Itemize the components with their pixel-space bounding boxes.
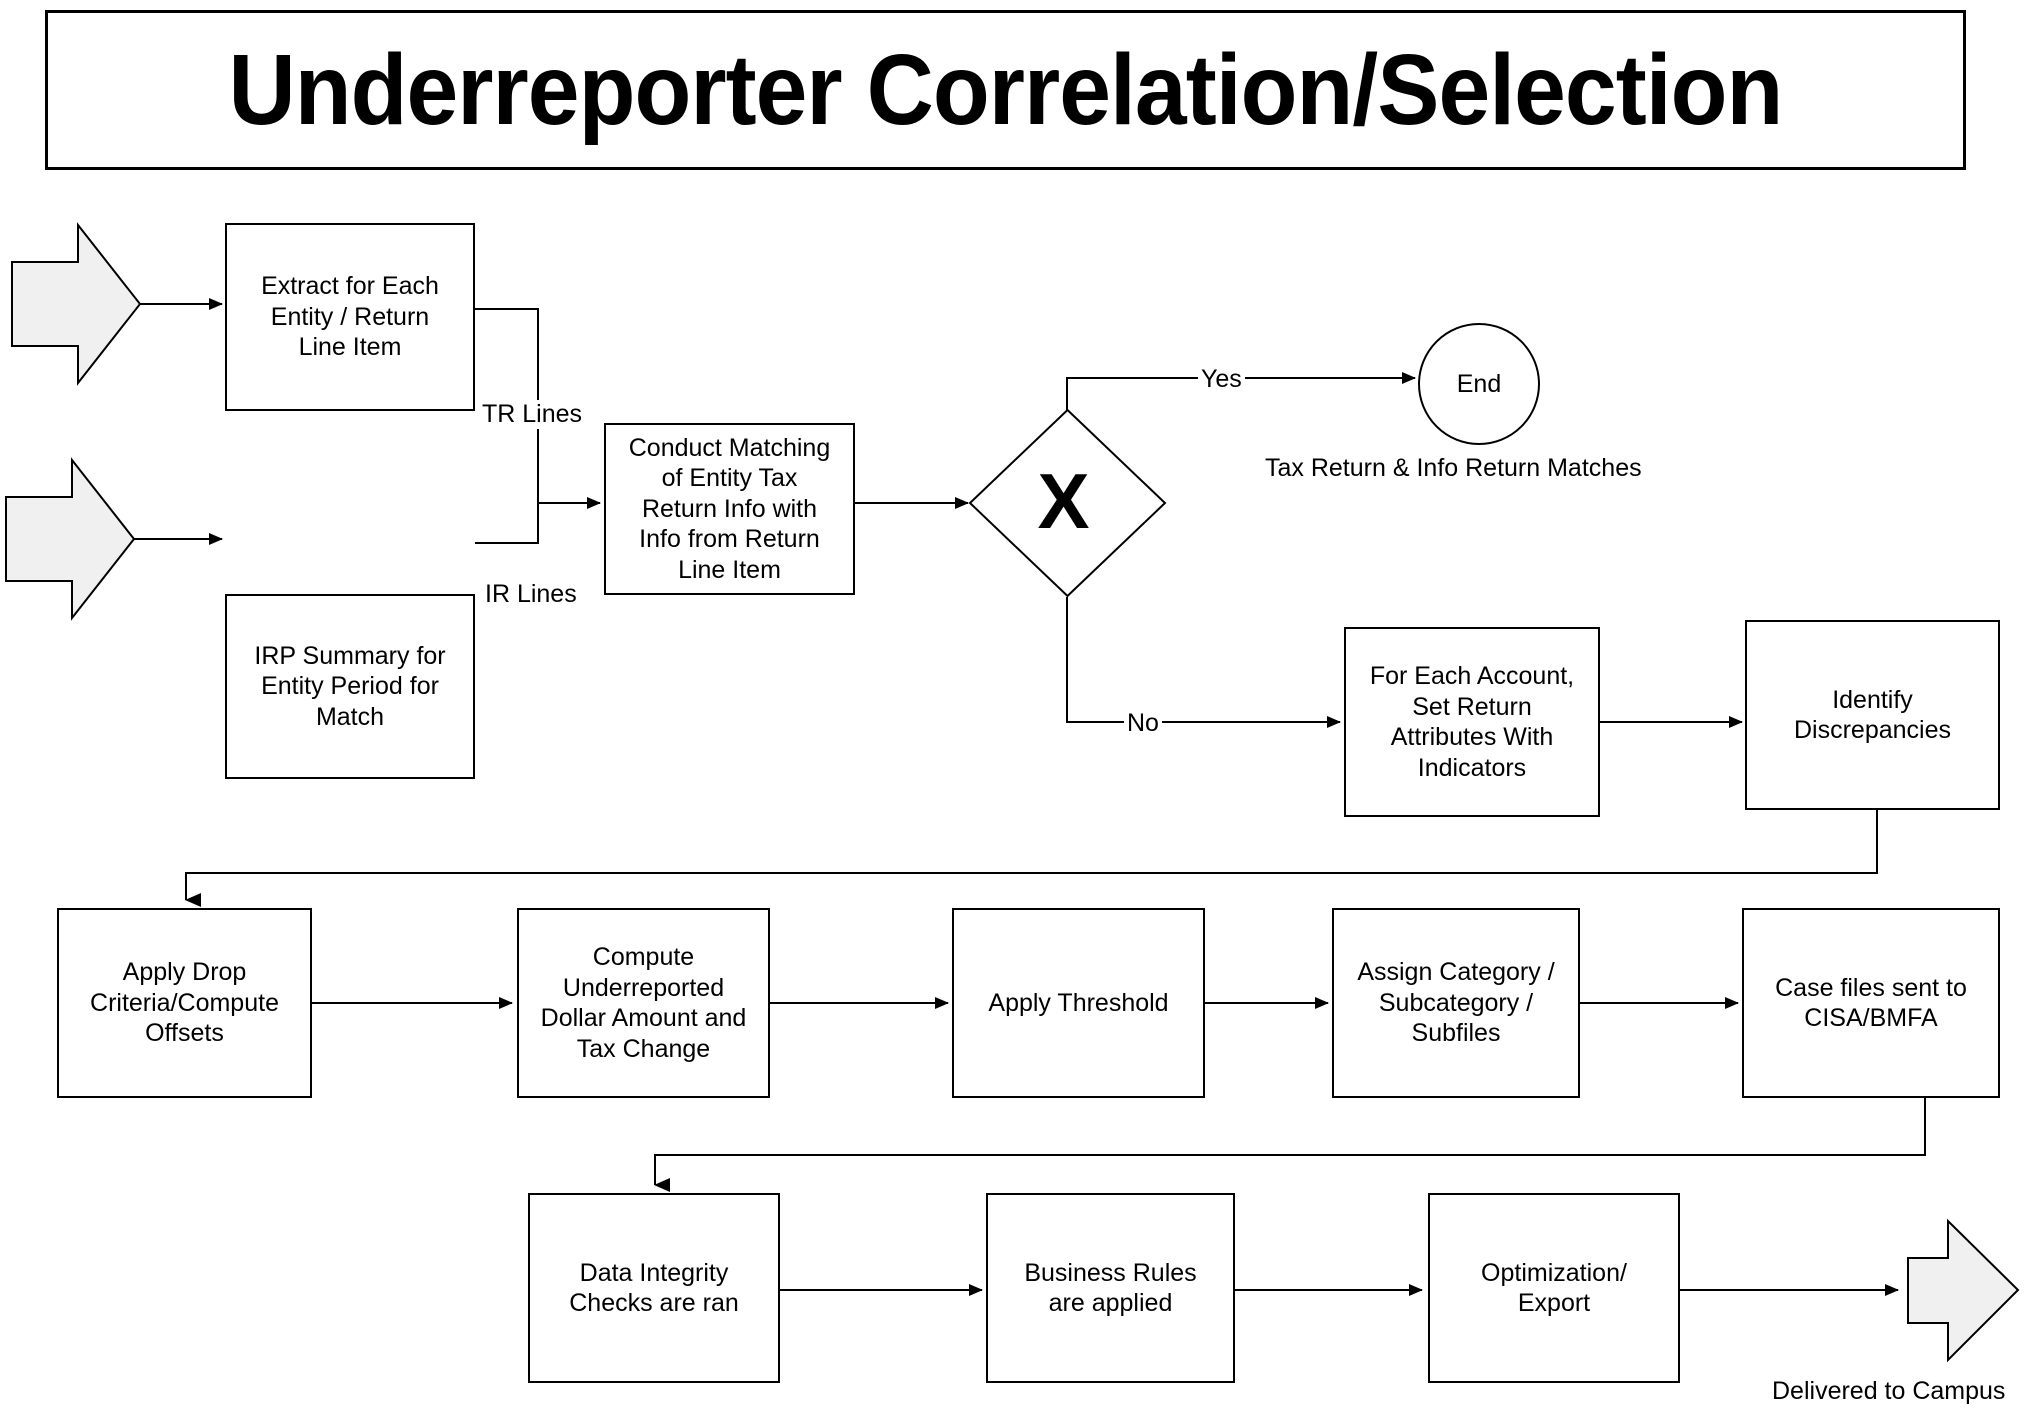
node-line: Match	[315, 702, 385, 731]
node-case-files-sent[interactable]: Case files sent to CISA/BMFA	[1742, 908, 2000, 1098]
node-line: Indicators	[1417, 753, 1527, 782]
node-line: Attributes With	[1390, 723, 1554, 751]
end-label: End	[1456, 369, 1502, 398]
note-line: Matches	[1547, 454, 1642, 482]
node-line: Conduct Matching	[628, 433, 831, 462]
node-line: Business Rules	[1024, 1258, 1197, 1287]
decision-label: X	[1037, 457, 1090, 545]
node-compute-underreported[interactable]: Compute Underreported Dollar Amount and …	[517, 908, 770, 1098]
node-line: For Each Account,	[1369, 662, 1575, 690]
node-line: Discrepancies	[1793, 716, 1951, 744]
node-assign-category[interactable]: Assign Category / Subcategory / Subfiles	[1332, 908, 1580, 1098]
node-line: Line Item	[298, 333, 402, 362]
node-line: Info from Return	[639, 525, 820, 554]
node-line: Entity Period for	[261, 672, 439, 701]
node-line: Data Integrity	[579, 1258, 729, 1287]
note-line: Info Return	[1416, 454, 1541, 482]
node-line: Criteria/Compute	[90, 988, 279, 1017]
node-apply-drop-criteria[interactable]: Apply Drop Criteria/Compute Offsets	[57, 908, 312, 1098]
node-line: CISA/BMFA	[1804, 1004, 1938, 1032]
page-title: Underreporter Correlation/Selection	[228, 34, 1784, 146]
input-arrow-irp	[5, 457, 136, 621]
node-line: Offsets	[145, 1019, 224, 1048]
node-line: Compute	[592, 943, 695, 971]
node-line: IRP Summary for	[254, 641, 446, 670]
node-line: are applied	[1048, 1289, 1173, 1317]
node-line: Entity / Return	[270, 302, 430, 331]
input-arrow-tax-returns	[11, 222, 142, 386]
node-set-return-attributes[interactable]: For Each Account, Set Return Attributes …	[1344, 627, 1600, 817]
node-line: Apply Threshold	[988, 988, 1169, 1017]
node-conduct-matching[interactable]: Conduct Matching of Entity Tax Return In…	[604, 423, 855, 595]
node-optimization-export[interactable]: Optimization/ Export	[1428, 1193, 1680, 1383]
node-decision-match[interactable]: X	[968, 408, 1167, 598]
node-line: Apply Drop	[122, 958, 247, 987]
node-identify-discrepancies[interactable]: Identify Discrepancies	[1745, 620, 2000, 810]
edge-label-tr-lines: TR Lines	[479, 400, 586, 429]
output-arrow-delivered	[1907, 1218, 2020, 1363]
node-end-terminator[interactable]: End	[1418, 323, 1540, 445]
node-line: Identify	[1832, 685, 1913, 714]
annotation-match-note: Tax Return & Info Return Matches	[1265, 453, 1642, 484]
node-line: Assign Category /	[1357, 958, 1555, 987]
node-data-integrity-checks[interactable]: Data Integrity Checks are ran	[528, 1193, 780, 1383]
edge-label-no: No	[1124, 709, 1162, 738]
node-apply-threshold[interactable]: Apply Threshold	[952, 908, 1205, 1098]
node-line: Subfiles	[1411, 1019, 1501, 1048]
decision-diamond-shape	[968, 408, 1167, 598]
node-line: Subcategory /	[1378, 988, 1534, 1017]
node-extract-for-each-entity[interactable]: Extract for Each Entity / Return Line It…	[225, 223, 475, 411]
node-line: Export	[1517, 1289, 1591, 1317]
annotation-delivered-to-campus: Delivered to Campus	[1772, 1377, 2006, 1405]
node-line: Case files sent to	[1775, 973, 1967, 1002]
node-line: Set Return	[1412, 692, 1532, 721]
node-line: Line Item	[678, 555, 781, 584]
node-line: Extract for Each	[261, 272, 439, 301]
node-line: Dollar Amount and	[540, 1004, 747, 1032]
node-line: Optimization/	[1481, 1258, 1627, 1287]
node-line: Tax Change	[576, 1034, 711, 1063]
note-line: Tax Return &	[1265, 454, 1410, 482]
edge-label-ir-lines: IR Lines	[482, 580, 580, 609]
node-business-rules[interactable]: Business Rules are applied	[986, 1193, 1235, 1383]
node-line: Return Info with	[641, 494, 818, 523]
node-line: Checks are ran	[569, 1289, 739, 1317]
node-irp-summary[interactable]: IRP Summary for Entity Period for Match	[225, 594, 475, 779]
node-line: Underreported	[562, 973, 725, 1002]
diagram-title-box: Underreporter Correlation/Selection	[45, 10, 1966, 170]
edge-label-yes: Yes	[1198, 365, 1245, 394]
node-line: of Entity Tax	[661, 464, 798, 493]
